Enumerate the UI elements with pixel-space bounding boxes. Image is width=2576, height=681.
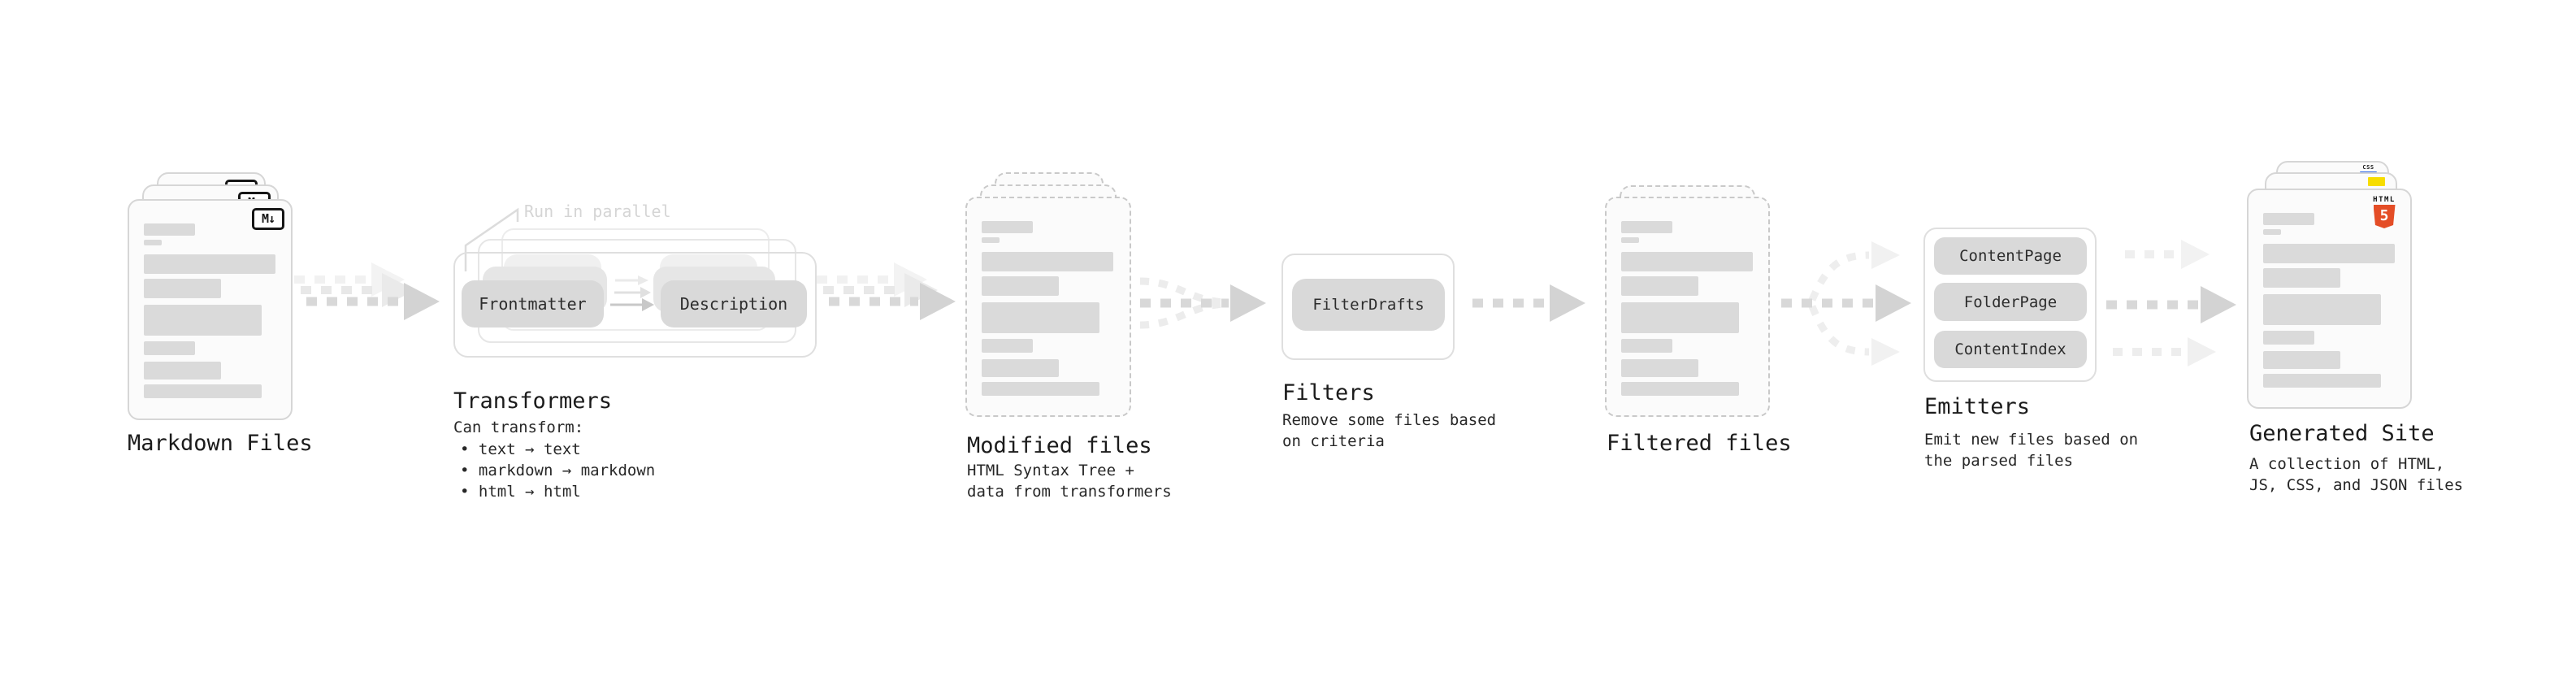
markdown-file-front: M↓ [128, 199, 293, 420]
css-badge-label: CSS [2362, 164, 2374, 171]
description-pill: Description [661, 280, 807, 327]
stage-title-filtered-files: Filtered files [1607, 431, 1792, 456]
filtered-files-stack [1605, 185, 1776, 424]
content-bar [2263, 268, 2340, 288]
stage-title-generated-site: Generated Site [2249, 421, 2435, 446]
arrow-transformers-to-modified [817, 262, 956, 320]
html5-badge-word: HTML [2373, 196, 2396, 204]
content-bar [144, 384, 262, 398]
content-bar [982, 302, 1099, 333]
stage-title-filters: Filters [1282, 380, 1375, 406]
content-bar [982, 221, 1033, 233]
stage-title-transformers: Transformers [453, 388, 613, 414]
content-bar [2263, 331, 2314, 345]
run-in-parallel-annotation: Run in parallel [524, 202, 671, 221]
transformers-caption: Can transform: [453, 419, 584, 436]
doc-content-bars [967, 221, 1130, 396]
contentpage-pill: ContentPage [1934, 237, 2087, 275]
content-bar [1621, 382, 1739, 396]
arrow-filtered-to-emitters-diverge [1781, 241, 1911, 366]
doc-content-bars [129, 223, 291, 398]
folderpage-pill: FolderPage [1934, 283, 2087, 321]
generated-site-caption-1: A collection of HTML, [2249, 455, 2445, 473]
transformers-bullet-1: • text → text [460, 440, 581, 458]
content-bar [144, 279, 221, 298]
content-bar [2263, 213, 2314, 225]
stage-title-modified-files: Modified files [967, 433, 1152, 458]
content-bar [1621, 237, 1639, 243]
markdown-files-stack: M↓ M↓ M↓ [128, 172, 298, 424]
modified-files-caption-2: data from transformers [967, 483, 1172, 501]
doc-content-bars [1607, 221, 1768, 396]
arrow-modified-to-filters-merge [1139, 277, 1266, 329]
content-bar [144, 362, 221, 380]
site-file-html: HTML 5 [2247, 189, 2412, 409]
generated-site-caption-2: JS, CSS, and JSON files [2249, 476, 2464, 494]
content-bar [2263, 351, 2340, 369]
content-bar [982, 359, 1059, 377]
content-bar [982, 339, 1033, 353]
content-bar [2263, 244, 2395, 263]
transformers-box-front [453, 252, 817, 358]
html5-icon: HTML 5 [2369, 196, 2400, 228]
content-bar [982, 252, 1113, 271]
markdown-badge-label: M↓ [261, 211, 275, 226]
content-bar [1621, 221, 1672, 233]
filters-caption-1: Remove some files based [1282, 411, 1497, 429]
modified-file-front [965, 197, 1131, 417]
modified-files-stack [965, 172, 1136, 424]
html5-shield: 5 [2373, 205, 2396, 228]
content-bar [2263, 374, 2381, 388]
content-bar [982, 237, 1000, 243]
arrow-filters-to-filtered [1472, 284, 1585, 322]
pill-connector-arrows [610, 275, 654, 311]
frontmatter-pill: Frontmatter [462, 280, 604, 327]
contentindex-pill: ContentIndex [1934, 331, 2087, 368]
filtered-file-front [1605, 197, 1770, 417]
content-bar [144, 240, 162, 245]
content-bar [1621, 302, 1739, 333]
stage-title-emitters: Emitters [1924, 394, 2031, 419]
filterdrafts-pill: FilterDrafts [1292, 279, 1445, 331]
emitters-caption-2: the parsed files [1924, 452, 2074, 470]
content-bar [982, 276, 1059, 296]
content-bar [1621, 276, 1698, 296]
content-bar [1621, 359, 1698, 377]
arrow-markdown-to-transformers [294, 262, 440, 320]
doc-content-bars [2249, 213, 2410, 388]
content-bar [2263, 294, 2381, 325]
content-bar [144, 254, 275, 274]
emitters-caption-1: Emit new files based on [1924, 431, 2139, 449]
transformers-bullet-3: • html → html [460, 483, 581, 501]
content-bar [144, 341, 195, 355]
content-bar [1621, 252, 1753, 271]
content-bar [144, 223, 195, 236]
filters-box [1281, 254, 1455, 360]
content-bar [144, 305, 262, 336]
javascript-icon [2368, 177, 2385, 186]
modified-files-caption-1: HTML Syntax Tree + [967, 462, 1134, 479]
content-bar [982, 382, 1099, 396]
transformers-bullet-2: • markdown → markdown [460, 462, 656, 479]
arrow-emitters-to-site [2106, 240, 2236, 367]
content-bar [2263, 229, 2281, 235]
markdown-icon: M↓ [252, 208, 284, 230]
emitters-box [1923, 228, 2097, 382]
filters-caption-2: on criteria [1282, 432, 1385, 450]
stage-title-markdown-files: Markdown Files [128, 431, 313, 456]
generated-site-stack: CSS HTML 5 [2247, 161, 2419, 413]
content-bar [1621, 339, 1672, 353]
